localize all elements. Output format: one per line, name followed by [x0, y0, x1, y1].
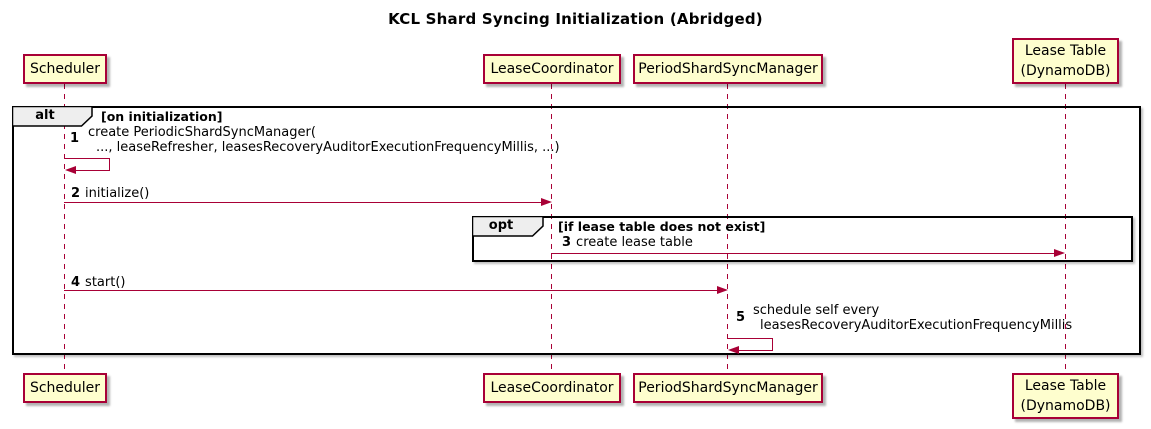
participant-label: Scheduler	[29, 60, 101, 77]
message-4-number: 4	[71, 275, 81, 290]
message-1-arrowhead-icon	[65, 166, 76, 174]
message-4-arrowhead-icon	[717, 286, 728, 294]
message-2-number: 2	[71, 186, 81, 201]
lifeline-lease-table	[1065, 84, 1066, 373]
message-4-line	[64, 290, 717, 291]
participant-lease-table-top: Lease Table (DynamoDB)	[1012, 38, 1119, 84]
message-3: 3 create lease table	[562, 235, 693, 250]
participant-lease-coordinator-top: LeaseCoordinator	[483, 54, 621, 84]
diagram-title: KCL Shard Syncing Initialization (Abridg…	[388, 10, 763, 28]
opt-frame-guard: [if lease table does not exist]	[558, 219, 766, 234]
participant-label: (DynamoDB)	[1020, 398, 1111, 414]
message-1-self-line-right	[109, 158, 110, 171]
participant-label: LeaseCoordinator	[490, 379, 614, 396]
message-2-line	[64, 202, 541, 203]
message-2: 2 initialize()	[71, 186, 149, 201]
message-5-arrowhead-icon	[728, 346, 739, 354]
participant-lease-coordinator-bottom: LeaseCoordinator	[483, 373, 621, 403]
participant-period-shard-sync-manager-bottom: PeriodShardSyncManager	[633, 373, 823, 403]
message-1-line2: ..., leaseRefresher, leasesRecoveryAudit…	[96, 140, 560, 155]
message-5-number: 5	[736, 310, 746, 325]
participant-label: Lease Table	[1024, 42, 1107, 59]
opt-frame-label: opt	[488, 218, 514, 233]
message-1-line1: create PeriodicShardSyncManager(	[88, 125, 316, 140]
message-3-line	[551, 253, 1054, 254]
message-2-arrowhead-icon	[541, 198, 552, 206]
participant-scheduler-top: Scheduler	[23, 54, 107, 84]
message-4: 4 start()	[71, 275, 125, 290]
message-1-self-line-bottom	[76, 170, 110, 171]
message-5-self-line-top	[727, 338, 773, 339]
lifeline-scheduler	[64, 84, 65, 373]
lifeline-period-shard-sync-manager	[727, 84, 728, 373]
participant-label: (DynamoDB)	[1020, 63, 1111, 79]
participant-period-shard-sync-manager-top: PeriodShardSyncManager	[633, 54, 823, 84]
opt-frame-label-shape	[472, 216, 544, 237]
message-5-line2: leasesRecoveryAuditorExecutionFrequencyM…	[760, 318, 1073, 333]
message-3-number: 3	[562, 235, 572, 250]
message-2-label: initialize()	[85, 186, 150, 201]
participant-label: Lease Table	[1024, 377, 1107, 394]
message-1-number: 1	[70, 131, 80, 146]
lifeline-lease-coordinator	[551, 84, 552, 373]
message-3-label: create lease table	[576, 235, 693, 250]
alt-frame-label-shape	[12, 106, 93, 127]
alt-frame-label: alt	[35, 108, 55, 123]
message-3-arrowhead-icon	[1054, 249, 1065, 257]
participant-label: LeaseCoordinator	[490, 60, 614, 77]
message-5-self-line-bottom	[739, 350, 773, 351]
opt-frame	[472, 216, 1133, 262]
message-4-label: start()	[85, 275, 126, 290]
participant-lease-table-bottom: Lease Table (DynamoDB)	[1012, 373, 1119, 419]
participant-scheduler-bottom: Scheduler	[23, 373, 107, 403]
message-1-self-line-top	[64, 158, 110, 159]
alt-frame-guard: [on initialization]	[101, 109, 223, 124]
participant-label: PeriodShardSyncManager	[638, 379, 818, 396]
message-5-self-line-right	[772, 338, 773, 351]
participant-label: PeriodShardSyncManager	[638, 60, 818, 77]
message-5-line1: schedule self every	[753, 303, 880, 318]
participant-label: Scheduler	[29, 379, 101, 396]
alt-frame	[12, 106, 1141, 355]
